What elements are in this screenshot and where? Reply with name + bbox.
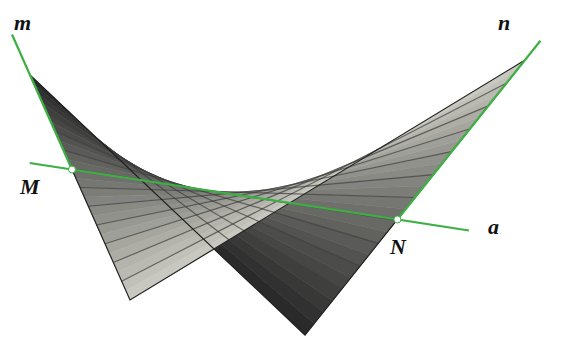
ruling-line	[47, 113, 342, 290]
lines	[12, 35, 540, 231]
ruling-line	[63, 150, 378, 243]
line	[12, 35, 72, 170]
ruling-line	[105, 129, 470, 244]
point-dot	[69, 166, 76, 173]
ruling-line	[38, 94, 323, 312]
ruling-line	[55, 131, 360, 266]
point-line-label: a	[488, 216, 499, 238]
point-dot	[394, 216, 401, 223]
line	[397, 41, 540, 220]
ruling-line	[122, 83, 507, 281]
surface-edge	[30, 60, 525, 335]
point-line-label: m	[14, 12, 31, 34]
point-line-label: M	[20, 176, 40, 198]
surface-strip	[118, 83, 507, 281]
line	[30, 163, 469, 231]
point-line-label: N	[390, 236, 406, 258]
surface	[30, 60, 525, 335]
point-line-label: n	[498, 12, 510, 34]
